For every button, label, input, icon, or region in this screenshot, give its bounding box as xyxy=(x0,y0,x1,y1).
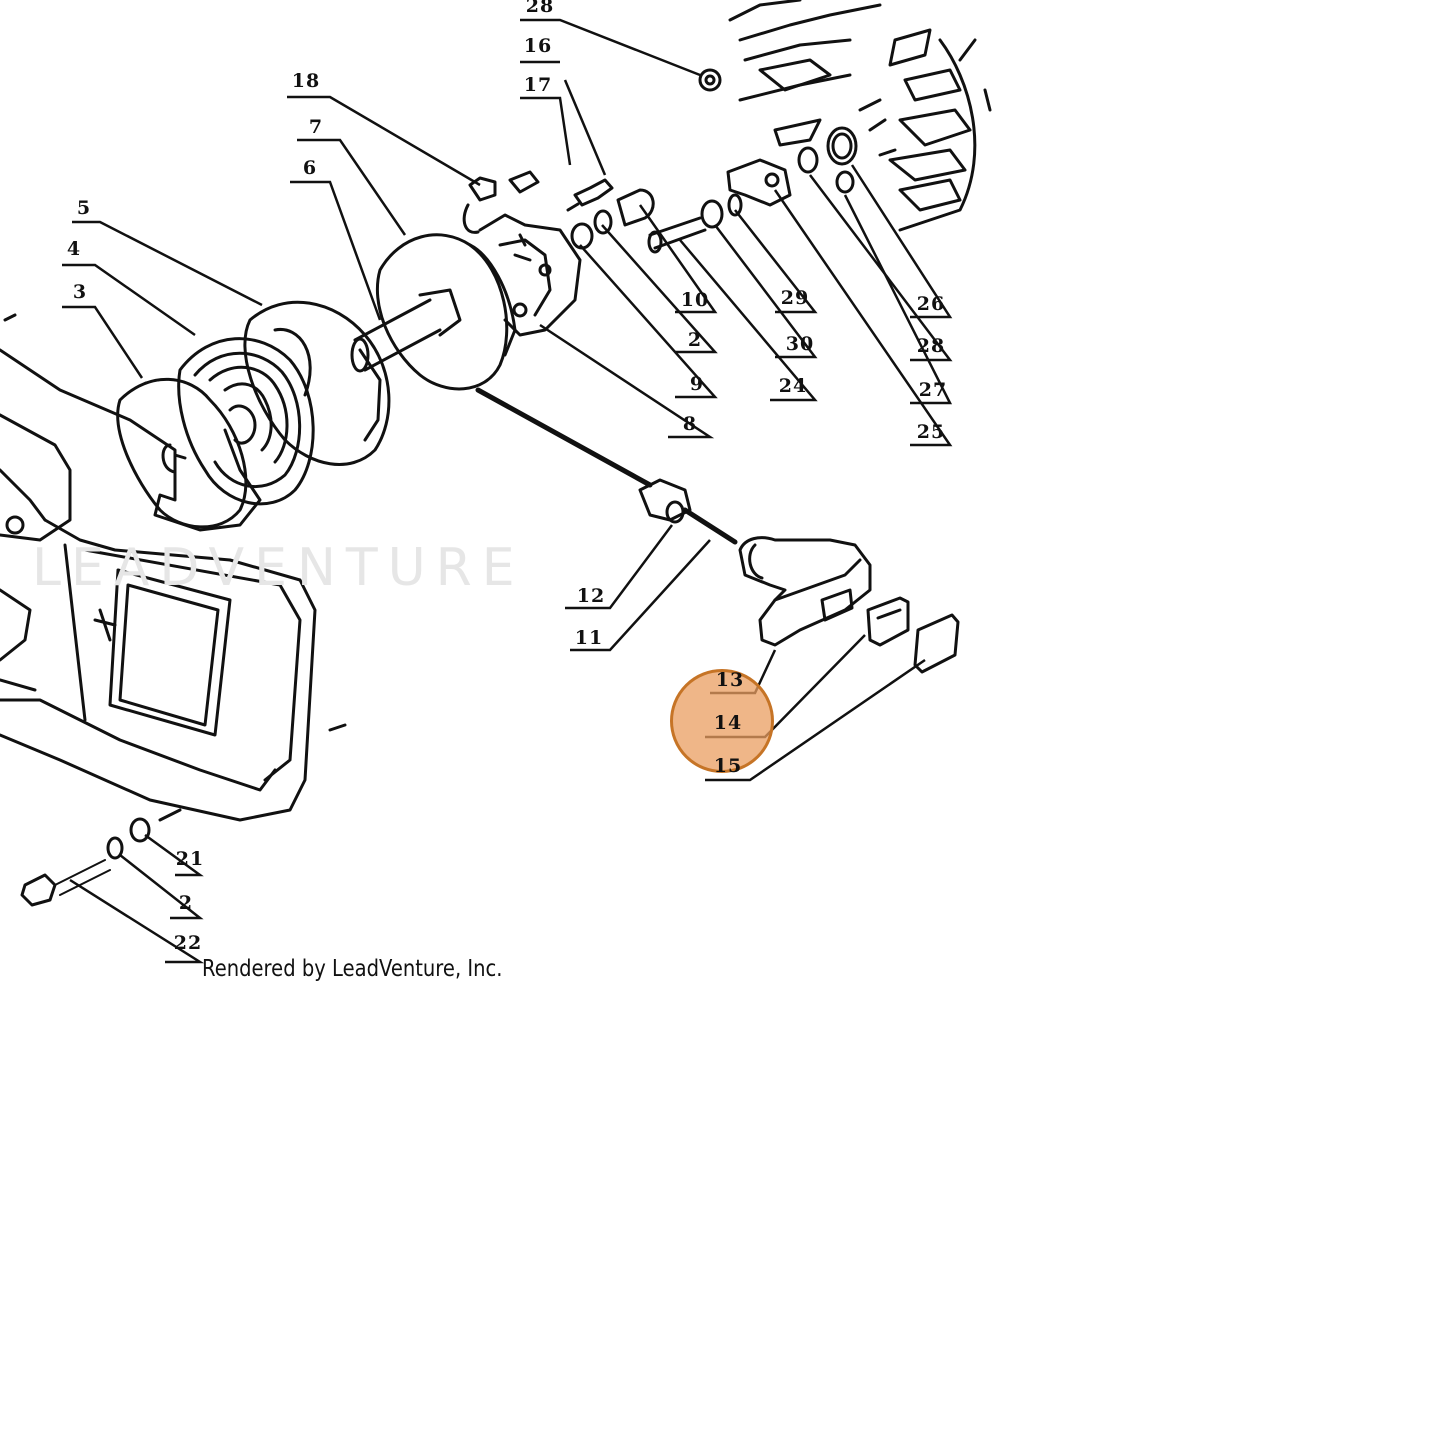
part-label-28-top[interactable]: 28 xyxy=(525,0,555,17)
part-label-3[interactable]: 3 xyxy=(72,281,88,303)
part-label-7[interactable]: 7 xyxy=(308,116,324,138)
part-label-9[interactable]: 9 xyxy=(689,373,705,395)
handle-part-13 xyxy=(738,536,872,647)
part-label-24[interactable]: 24 xyxy=(778,375,808,397)
part-label-13[interactable]: 13 xyxy=(715,669,745,691)
part-label-27[interactable]: 27 xyxy=(918,379,948,401)
part-label-6[interactable]: 6 xyxy=(302,157,318,179)
engine-block xyxy=(728,0,992,232)
part-label-28[interactable]: 28 xyxy=(916,335,946,357)
part-label-8[interactable]: 8 xyxy=(682,413,698,435)
part-label-17[interactable]: 17 xyxy=(523,74,553,96)
part-label-5[interactable]: 5 xyxy=(76,197,92,219)
starter-rope xyxy=(475,387,738,545)
watermark: LEADVENTURE xyxy=(32,538,525,598)
small-screws xyxy=(566,178,614,212)
housing-cover xyxy=(0,313,347,822)
part-label-11[interactable]: 11 xyxy=(574,627,604,649)
part-label-16[interactable]: 16 xyxy=(523,35,553,57)
cap-part-15 xyxy=(913,613,960,674)
insert-part-14 xyxy=(866,596,910,647)
render-credit: Rendered by LeadVenture, Inc. xyxy=(202,956,503,982)
plate-part-3 xyxy=(116,377,248,529)
part-label-2-lower[interactable]: 2 xyxy=(178,892,194,914)
part-label-29[interactable]: 29 xyxy=(780,287,810,309)
part-label-21[interactable]: 21 xyxy=(175,848,205,870)
pawl-part-18 xyxy=(462,170,540,234)
part-label-10[interactable]: 10 xyxy=(680,289,710,311)
part-label-15[interactable]: 15 xyxy=(713,755,743,777)
part-label-30[interactable]: 30 xyxy=(785,333,815,355)
washers-26-27-28 xyxy=(698,68,858,194)
washers-29-30 xyxy=(700,193,743,229)
part-label-12[interactable]: 12 xyxy=(576,585,606,607)
part-label-4[interactable]: 4 xyxy=(66,238,82,260)
spring-part-4 xyxy=(177,337,315,506)
part-label-18[interactable]: 18 xyxy=(291,70,321,92)
bottom-bolt-and-washers xyxy=(20,808,182,907)
part-label-14[interactable]: 14 xyxy=(713,712,743,734)
part-label-26[interactable]: 26 xyxy=(916,293,946,315)
part-label-22[interactable]: 22 xyxy=(173,932,203,954)
disc-part-7 xyxy=(375,233,517,391)
hub-part-8 xyxy=(478,213,582,337)
pulley-part-5 xyxy=(243,300,391,466)
highlight-marker[interactable] xyxy=(670,669,774,773)
lever-part-25 xyxy=(726,158,792,207)
part-label-2-upper[interactable]: 2 xyxy=(687,329,703,351)
shaft xyxy=(350,288,462,373)
part-label-25[interactable]: 25 xyxy=(916,421,946,443)
